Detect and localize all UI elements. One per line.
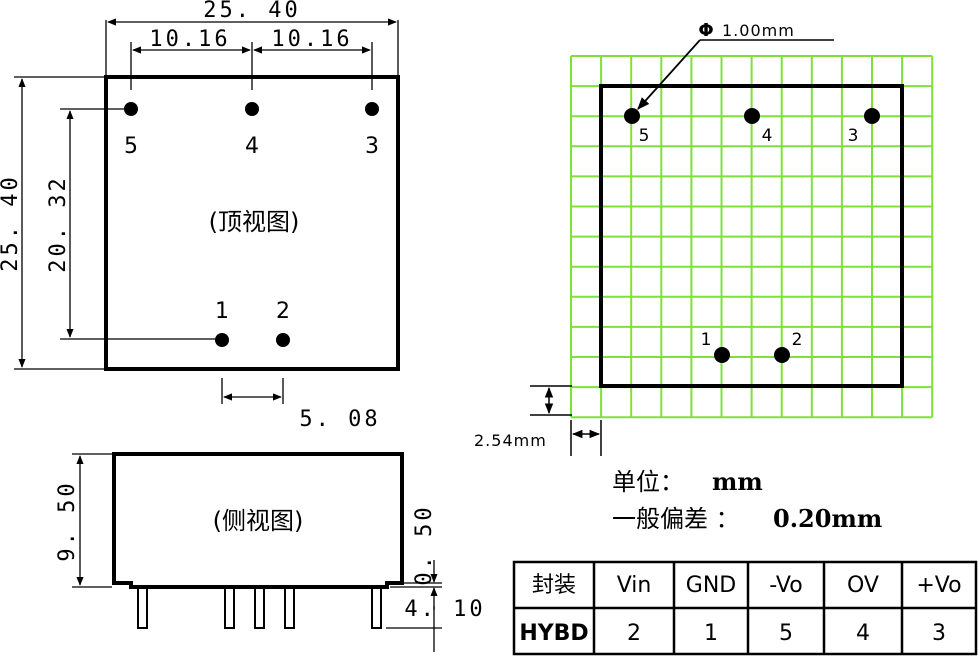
dim-pin-spacing-right: 10.16 (271, 27, 352, 52)
dim-row-spacing: 20. 32 (46, 175, 71, 272)
dim-top-width: 25. 40 (203, 0, 300, 23)
table-cell-gnd: 1 (704, 621, 718, 646)
unit-label: 单位： (612, 468, 684, 496)
top-pin-3-label: 3 (365, 134, 379, 159)
grid-pin-1-label: 1 (701, 330, 712, 350)
table-header-ov: OV (847, 573, 879, 598)
top-pin-1 (215, 333, 229, 347)
top-pin-3 (365, 102, 379, 116)
grid-pin-5-label: 5 (639, 126, 650, 146)
table-cell-pos-vo: 3 (932, 621, 946, 646)
side-pin (284, 586, 295, 629)
tolerance-label: 一般偏差 ： (612, 505, 740, 533)
side-pin (224, 586, 235, 629)
pin-table: 封装 Vin GND -Vo OV +Vo HYBD 2 1 5 4 3 (512, 560, 978, 656)
grid-pin-2 (774, 347, 790, 363)
dim-bottom-spacing: 5. 08 (299, 407, 380, 432)
side-pin (371, 586, 382, 629)
top-pin-2-label: 2 (276, 299, 290, 324)
table-header-package: 封装 (532, 573, 576, 598)
dim-side-standoff: 0. 50 (412, 504, 437, 585)
grid-pin-5 (624, 108, 640, 124)
top-view: 25. 40 10.16 10.16 25. 40 20. 32 5 4 3 1… (0, 0, 400, 432)
grid-pin-3 (864, 108, 880, 124)
table-cell-model: HYBD (519, 621, 588, 646)
table-header-gnd: GND (686, 573, 736, 598)
grid-pin-1 (714, 347, 730, 363)
top-pin-5-label: 5 (124, 134, 138, 159)
hole-diameter: 1.00mm (722, 21, 795, 40)
tolerance-value: 0.20mm (773, 504, 882, 533)
table-cell-ov: 4 (856, 621, 870, 646)
grid-pin-3-label: 3 (848, 126, 859, 146)
grid-pin-4 (744, 108, 760, 124)
dim-side-height: 9. 50 (55, 480, 80, 561)
side-view-body (112, 452, 404, 589)
top-pin-5 (124, 102, 138, 116)
grid-pin-2-label: 2 (792, 330, 803, 350)
side-view: (侧视图) 9. 50 0. 50 4. 10 (55, 452, 485, 652)
top-pin-4 (245, 102, 259, 116)
table-header-pos-vo: +Vo (916, 573, 961, 598)
side-view-title: (侧视图) (213, 507, 304, 535)
top-view-title: (顶视图) (209, 208, 300, 236)
notes: 单位： mm 一般偏差 ： 0.20mm (612, 467, 882, 533)
dim-left-height: 25. 40 (0, 174, 23, 271)
side-pin (137, 586, 148, 629)
top-pin-4-label: 4 (245, 134, 259, 159)
grid-view-outline (599, 84, 904, 388)
table-cell-neg-vo: 5 (779, 621, 793, 646)
grid-view: 5 4 3 1 2 Φ 1.00mm 2.54mm (474, 20, 934, 456)
table-header-vin: Vin (617, 573, 652, 598)
unit-value: mm (712, 467, 763, 496)
top-pin-1-label: 1 (215, 299, 229, 324)
table-cell-vin: 2 (627, 621, 641, 646)
grid-pitch: 2.54mm (474, 431, 547, 450)
diameter-symbol: Φ (698, 20, 713, 41)
dim-pin-spacing-left: 10.16 (149, 27, 230, 52)
grid-pin-4-label: 4 (762, 126, 773, 146)
hole-leader-arrow (637, 39, 701, 110)
top-pin-2 (276, 333, 290, 347)
table-header-neg-vo: -Vo (769, 573, 802, 598)
dim-side-pin-length: 4. 10 (404, 597, 485, 622)
side-pin (254, 586, 265, 629)
